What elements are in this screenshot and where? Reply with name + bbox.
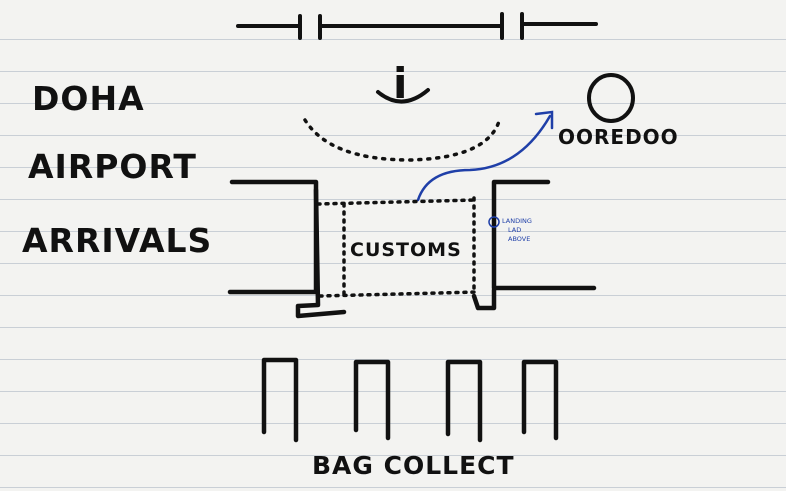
left-wall	[227, 179, 347, 319]
carousel-2	[353, 359, 391, 441]
bag-carousels	[261, 357, 559, 443]
svg-text:ABOVE: ABOVE	[508, 235, 530, 243]
title-line-airport: AIRPORT	[28, 147, 197, 186]
ooredoo-circle-icon	[587, 73, 635, 123]
ooredoo-label: OOREDOO	[558, 125, 679, 149]
top-gate-line	[236, 12, 598, 40]
svg-text:LANDING: LANDING	[502, 217, 532, 225]
bag-collect-label: BAG COLLECT	[312, 451, 515, 480]
title-line-arrivals: ARRIVALS	[22, 221, 212, 260]
svg-text:i: i	[393, 59, 408, 108]
dotted-queue-arc	[303, 116, 502, 162]
right-wall	[471, 179, 597, 311]
customs-label: CUSTOMS	[350, 239, 462, 261]
carousel-1	[261, 357, 299, 443]
landing-note: LANDING LAD ABOVE	[488, 216, 532, 243]
title-line-doha: DOHA	[32, 79, 145, 118]
blue-arrow-to-ooredoo	[416, 110, 554, 202]
carousel-3	[445, 359, 483, 443]
customs-area	[316, 196, 480, 300]
svg-text:LAD: LAD	[508, 226, 521, 234]
carousel-4	[521, 359, 559, 441]
info-desk-icon: i	[376, 59, 430, 108]
